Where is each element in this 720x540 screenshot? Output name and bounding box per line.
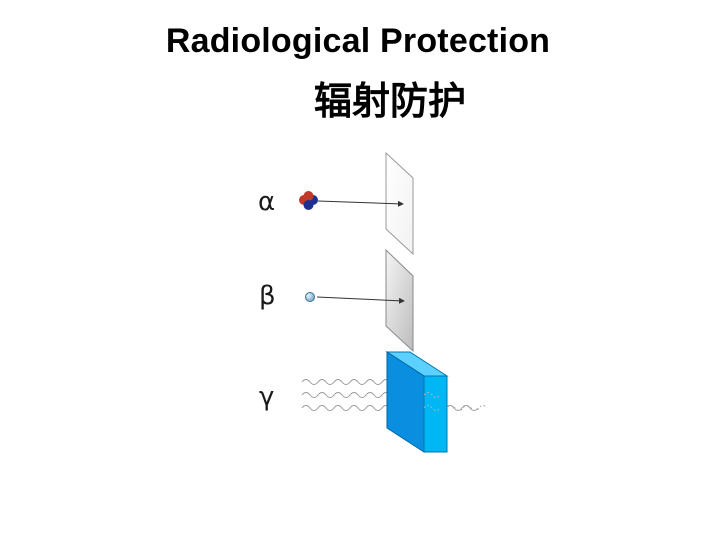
beta-symbol: β	[259, 281, 276, 311]
alpha-symbol: α	[258, 187, 275, 217]
shield-block	[387, 352, 447, 452]
gamma-symbol: γ	[259, 382, 274, 412]
alpha-particle	[299, 191, 318, 210]
beta-particle	[306, 293, 315, 302]
